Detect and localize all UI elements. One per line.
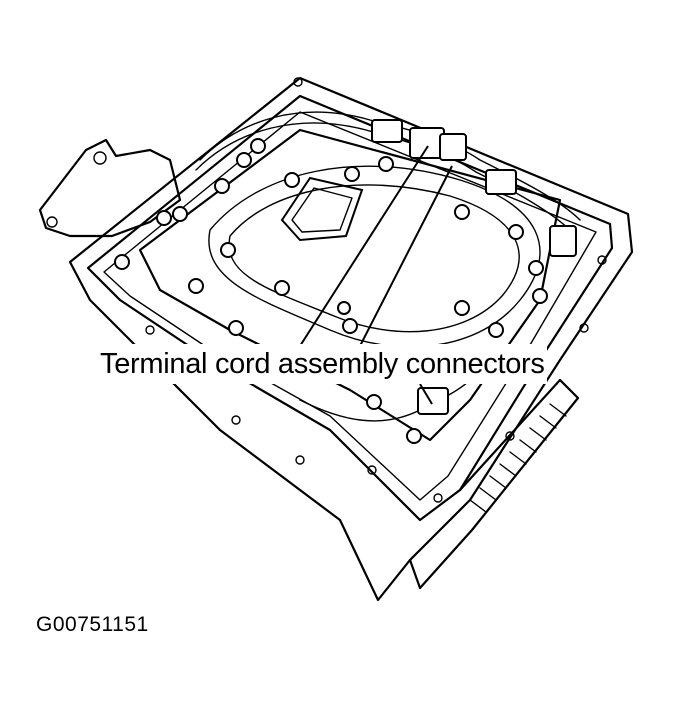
- bracket-bolt-hole: [93, 151, 107, 165]
- callout-label: Terminal cord assembly connectors: [98, 344, 547, 384]
- flange-bolt-holes: [145, 77, 607, 503]
- bracket-bolt-hole: [46, 216, 58, 228]
- leader-line: [299, 145, 429, 347]
- terminal-connectors: [371, 119, 577, 415]
- leader-line: [359, 165, 453, 347]
- wire-harness: [299, 379, 471, 422]
- housing-outline: [68, 76, 634, 602]
- bolt-heads: [114, 138, 548, 444]
- cooling-fins: [469, 403, 567, 513]
- figure-id: G00751151: [36, 613, 149, 636]
- leader-line: [419, 383, 433, 405]
- gasket-loop-inner: [228, 184, 520, 333]
- strainer-inner: [291, 187, 353, 233]
- mounting-bracket: [38, 138, 182, 238]
- valve-body-plate: [138, 128, 562, 442]
